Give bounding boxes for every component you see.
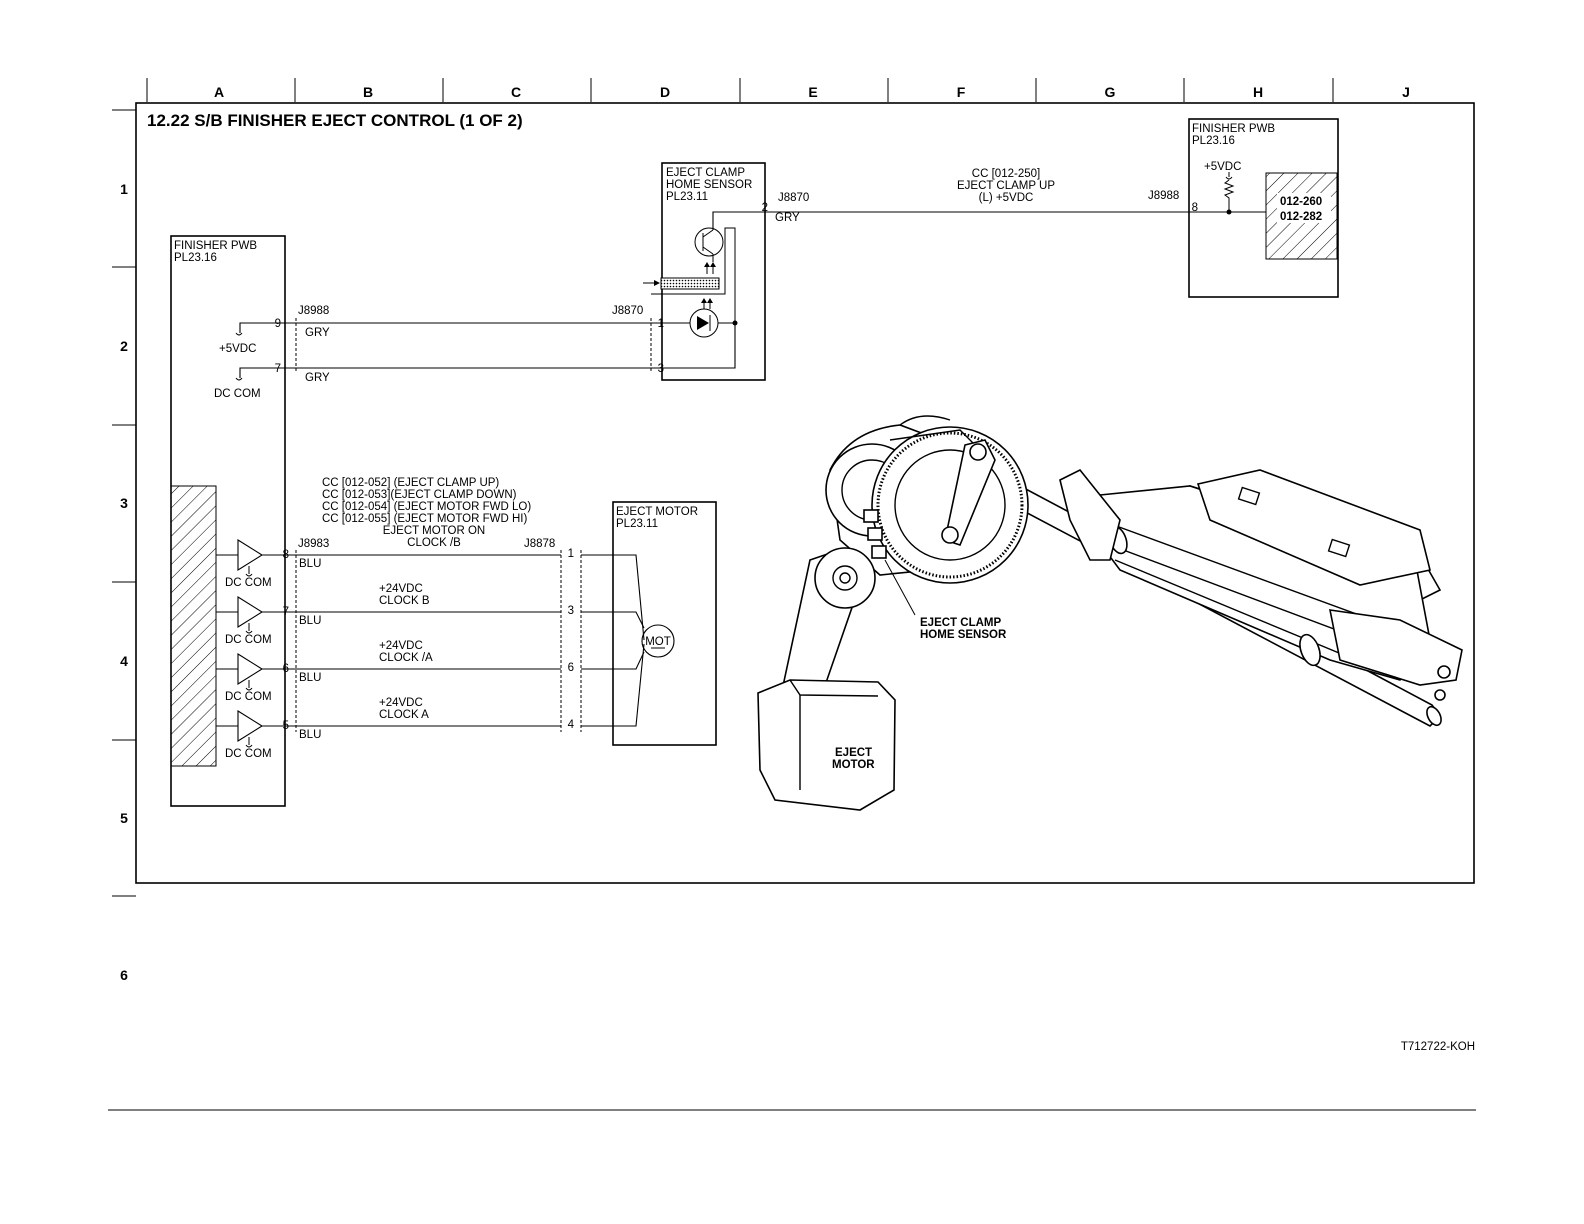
column-header: A B C D E F G H J [146,78,1410,102]
finisher-pwb-left-name: FINISHER PWB [174,240,257,252]
sensor-pin-2: 2 [762,202,768,214]
pin-7a-label: 7 [275,363,281,375]
driver-8: DC COM [216,539,285,589]
pwb-logic-block [170,485,217,767]
driver-7-dccom: DC COM [225,634,272,646]
left-dccom-label: DC COM [214,388,261,400]
eject-motor-box: EJECT MOTOR PL23.11 MOT [581,501,717,746]
motor-cc-1: CC [012-052] (EJECT CLAMP UP) [322,477,499,489]
wire-blu-8: BLU [299,558,321,570]
sensor-callout-line1: EJECT CLAMP [920,617,1001,629]
clock-b-label: CLOCK B [379,595,430,607]
column-label-j: J [1402,84,1410,100]
clock-na-label: CLOCK /A [379,652,433,664]
motor-cc-3: CC [012-054] (EJECT MOTOR FWD LO) [322,501,531,513]
motor-harness: J8983 J8878 BLU BLU BLU BLU +24VDC CLOCK… [285,538,582,741]
left-plus5vdc-label: +5VDC [219,343,256,355]
row-label-4: 4 [120,653,128,669]
row-label-2: 2 [120,338,128,354]
motor-cc-2: CC [012-053](EJECT CLAMP DOWN) [322,489,517,501]
sensor-callout-line2: HOME SENSOR [920,629,1007,641]
finisher-pwb-right-name: FINISHER PWB [1192,123,1275,135]
clock-na-voltage: +24VDC [379,640,423,652]
connector-j8988-right: J8988 [1148,190,1179,202]
diagram-frame [135,102,1475,884]
eject-clamp-home-sensor: EJECT CLAMP HOME SENSOR PL23.11 [643,162,766,381]
column-label-c: C [511,84,521,100]
clock-a-voltage: +24VDC [379,697,423,709]
motor-on-line1: EJECT MOTOR ON [383,525,485,537]
sensor-pl: PL23.11 [666,191,708,203]
page-title: 12.22 S/B FINISHER EJECT CONTROL (1 OF 2… [147,111,523,130]
sensor-name-line2: HOME SENSOR [666,179,752,191]
wire-gry-top: GRY [775,212,800,224]
top-signal-line1: CC [012-250] [972,168,1040,180]
motor-pin-6: 6 [568,662,574,674]
sensor-harness: J8988 J8870 GRY GRY [285,305,652,384]
finisher-pwb-left: FINISHER PWB PL23.16 +5VDC DC COM DC COM… [170,235,286,807]
drawing-reference-code: T712722-KOH [1401,1041,1475,1053]
pin-9-label: 9 [275,318,281,330]
motor-pin-4: 4 [568,719,575,731]
code-012-282: 012-282 [1280,211,1322,223]
column-label-a: A [214,84,224,100]
column-label-f: F [957,84,966,100]
row-label-5: 5 [120,810,128,826]
row-label-1: 1 [120,181,128,197]
eject-mechanism-illustration: EJECT MOTOR EJECT CLAMP HOME SENSOR [757,415,1463,811]
driver-6-dccom: DC COM [225,691,272,703]
column-label-h: H [1253,84,1263,100]
driver-7: DC COM [216,596,285,646]
connector-j8878: J8878 [524,538,555,550]
code-012-260: 012-260 [1280,196,1322,208]
finisher-pwb-right: FINISHER PWB PL23.16 +5VDC 012-260 012-2… [1188,118,1339,298]
motor-pin-3: 3 [568,605,574,617]
column-label-b: B [363,84,373,100]
motor-pin-1: 1 [568,548,574,560]
mot-symbol-label: MOT [645,636,671,648]
motor-box-name: EJECT MOTOR [616,506,698,518]
column-label-g: G [1105,84,1116,100]
eject-clamp-up-signal: J8870 GRY J8988 CC [012-250] EJECT CLAMP… [765,168,1237,224]
right-plus5vdc-label: +5VDC [1204,161,1241,173]
finisher-pwb-left-pl: PL23.16 [174,252,217,264]
column-label-e: E [808,84,817,100]
clock-b-voltage: +24VDC [379,583,423,595]
motor-signal-notes: CC [012-052] (EJECT CLAMP UP) CC [012-05… [322,477,531,549]
driver-5-dccom: DC COM [225,748,272,760]
driver-6: DC COM [216,653,285,703]
wire-gry-9: GRY [305,327,330,339]
connector-j8870-left: J8870 [612,305,643,317]
top-signal-line3: (L) +5VDC [979,192,1034,204]
sensor-pin-3: 3 [658,363,664,375]
connector-j8983: J8983 [298,538,329,550]
wire-blu-5: BLU [299,729,321,741]
connector-j8870-right: J8870 [778,192,809,204]
connector-j8988-left: J8988 [298,305,329,317]
motor-cc-4: CC [012-055] (EJECT MOTOR FWD HI) [322,513,527,525]
row-label-3: 3 [120,495,128,511]
motor-callout-line2: MOTOR [832,759,875,771]
top-signal-line2: EJECT CLAMP UP [957,180,1055,192]
sensor-name-line1: EJECT CLAMP [666,167,745,179]
wire-blu-6: BLU [299,672,321,684]
driver-5: DC COM [216,710,285,760]
row-label-6: 6 [120,967,128,983]
wire-blu-7: BLU [299,615,321,627]
right-pwb-pin-8: 8 [1192,202,1198,214]
sensor-pin-1: 1 [658,318,664,330]
driver-8-dccom: DC COM [225,577,272,589]
motor-box-pl: PL23.11 [616,518,658,530]
sensor-actuator [660,277,720,290]
motor-on-line2: CLOCK /B [407,537,461,549]
clock-a-label: CLOCK A [379,709,429,721]
wire-gry-7: GRY [305,372,330,384]
finisher-pwb-right-pl: PL23.16 [1192,135,1235,147]
column-label-d: D [660,84,670,100]
row-header: 1 2 3 4 5 6 [112,109,136,983]
motor-callout-line1: EJECT [835,747,872,759]
